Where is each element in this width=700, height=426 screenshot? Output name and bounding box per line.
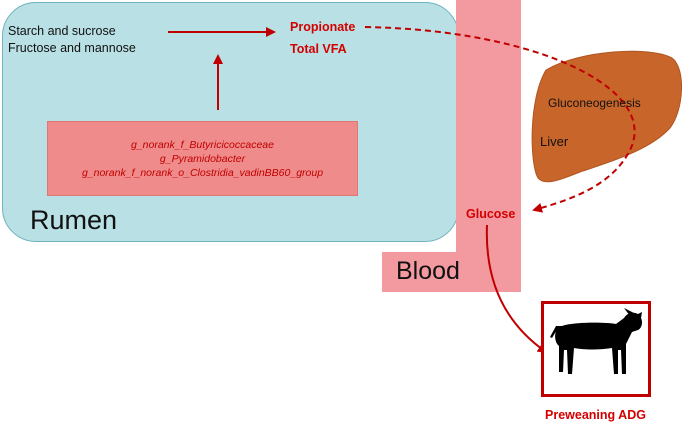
blood-label: Blood (396, 257, 460, 285)
calf-box (541, 301, 651, 397)
product-propionate: Propionate (290, 20, 356, 34)
bacteria-1: g_norank_f_Butyricicoccaceae (130, 138, 274, 151)
blood-vessel-horizontal (382, 252, 521, 292)
liver-shape (531, 50, 682, 183)
calf-icon (550, 308, 642, 374)
substrate-starch: Starch and sucrose (8, 24, 116, 38)
product-total-vfa: Total VFA (290, 42, 347, 56)
glucose-label: Glucose (466, 207, 516, 221)
blood-vessel-vertical (456, 0, 521, 292)
rumen-label: Rumen (30, 205, 118, 235)
gluconeogenesis-label: Gluconeogenesis (548, 96, 641, 110)
liver-label: Liver (540, 134, 569, 149)
bacteria-2: g_Pyramidobacter (159, 152, 246, 165)
adg-label: Preweaning ADG (545, 408, 646, 422)
substrate-fructose: Fructose and mannose (8, 41, 136, 55)
bacteria-box: g_norank_f_Butyricicoccaceae g_Pyramidob… (47, 121, 358, 196)
arrow-glucose-to-adg (485, 224, 548, 354)
arrow-propionate-to-glucose (364, 26, 636, 213)
bacteria-3: g_norank_f_norank_o_Clostridia_vadinBB60… (81, 166, 324, 179)
